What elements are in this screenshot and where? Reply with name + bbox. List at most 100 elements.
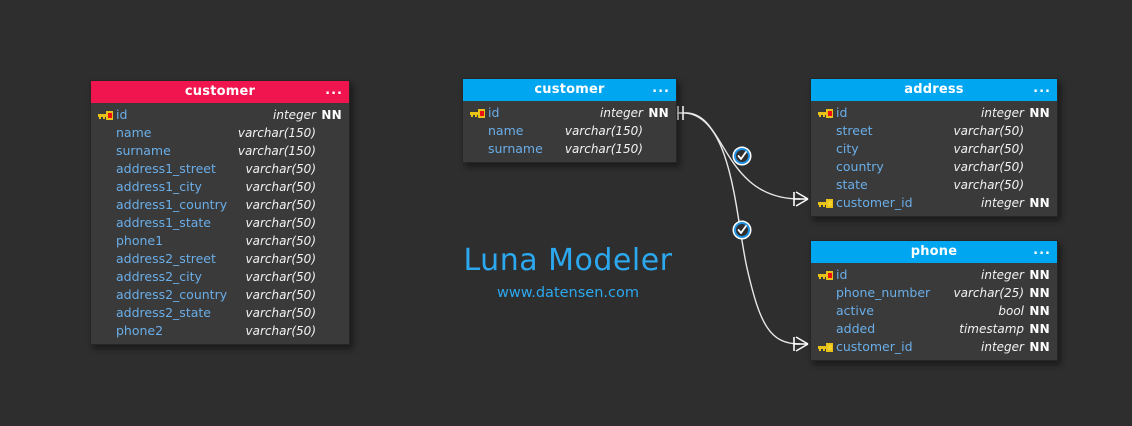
column-type: varchar(25) (953, 286, 1024, 300)
column-icon-placeholder (817, 320, 834, 338)
column-type: integer (981, 106, 1024, 120)
cardinality-many-crowsfoot (793, 191, 809, 207)
table-row[interactable]: address2_street varchar(50) (91, 250, 349, 268)
column-name: address2_city (116, 269, 202, 284)
column-icon-placeholder (817, 158, 834, 176)
table-header[interactable]: customer... (463, 79, 676, 101)
table-menu-icon[interactable]: ... (1033, 81, 1051, 96)
column-type: integer (600, 106, 643, 120)
column-icon-placeholder (817, 176, 834, 194)
table-title: phone (910, 244, 958, 259)
column-name: address1_country (116, 197, 228, 212)
column-type: integer (981, 196, 1024, 210)
column-not-null-flag: NN (1029, 322, 1050, 336)
brand-title: Luna Modeler (463, 243, 673, 278)
column-type: varchar(50) (245, 198, 316, 212)
column-type: varchar(50) (245, 180, 316, 194)
column-icon-placeholder (817, 284, 834, 302)
column-not-null-flag: NN (1029, 268, 1050, 282)
brand-url[interactable]: www.datensen.com (497, 285, 639, 301)
column-name: address2_street (116, 251, 216, 266)
cardinality-many-crowsfoot (793, 336, 809, 352)
primary-key-icon (817, 104, 834, 122)
column-icon-placeholder (97, 304, 114, 322)
table-title: address (904, 82, 964, 97)
column-icon-placeholder (97, 286, 114, 304)
column-type: varchar(50) (953, 142, 1024, 156)
column-icon-placeholder (97, 322, 114, 340)
column-not-null-flag: NN (1029, 340, 1050, 354)
table-row[interactable]: address1_country varchar(50) (91, 196, 349, 214)
column-icon-placeholder (97, 232, 114, 250)
table-header[interactable]: customer... (91, 81, 349, 103)
foreign-key-icon (817, 194, 834, 212)
table-header[interactable]: address... (811, 79, 1057, 101)
table-title: customer (534, 82, 605, 97)
column-name: surname (488, 141, 543, 156)
column-not-null-flag: NN (1029, 106, 1050, 120)
table-row[interactable]: address1_state varchar(50) (91, 214, 349, 232)
column-name: address1_city (116, 179, 202, 194)
relationship-badge[interactable] (732, 220, 752, 240)
table-header[interactable]: phone... (811, 241, 1057, 263)
column-not-null-flag: NN (1029, 304, 1050, 318)
table-row[interactable]: address1_city varchar(50) (91, 178, 349, 196)
column-icon-placeholder (97, 160, 114, 178)
column-name: country (836, 159, 884, 174)
table-menu-icon[interactable]: ... (652, 81, 670, 96)
column-name: name (116, 125, 152, 140)
column-not-null-flag: NN (1029, 286, 1050, 300)
column-not-null-flag: NN (321, 108, 342, 122)
column-type: varchar(50) (245, 252, 316, 266)
column-name: address1_state (116, 215, 211, 230)
table-title: customer (184, 84, 256, 99)
column-type: bool (998, 304, 1024, 318)
relationship-badge[interactable] (732, 146, 752, 166)
column-icon-placeholder (97, 214, 114, 232)
table-menu-icon[interactable]: ... (325, 83, 343, 98)
column-icon-placeholder (97, 250, 114, 268)
column-icon-placeholder (469, 140, 486, 158)
relationship-customer-address (672, 106, 809, 207)
table-menu-icon[interactable]: ... (1033, 243, 1051, 258)
column-icon-placeholder (97, 124, 114, 142)
column-icon-placeholder (817, 122, 834, 140)
branding: Luna Modeler www.datensen.com (443, 243, 693, 301)
column-name: surname (116, 143, 171, 158)
column-type: varchar(50) (245, 306, 316, 320)
column-type: varchar(50) (245, 216, 316, 230)
column-type: integer (273, 108, 316, 122)
